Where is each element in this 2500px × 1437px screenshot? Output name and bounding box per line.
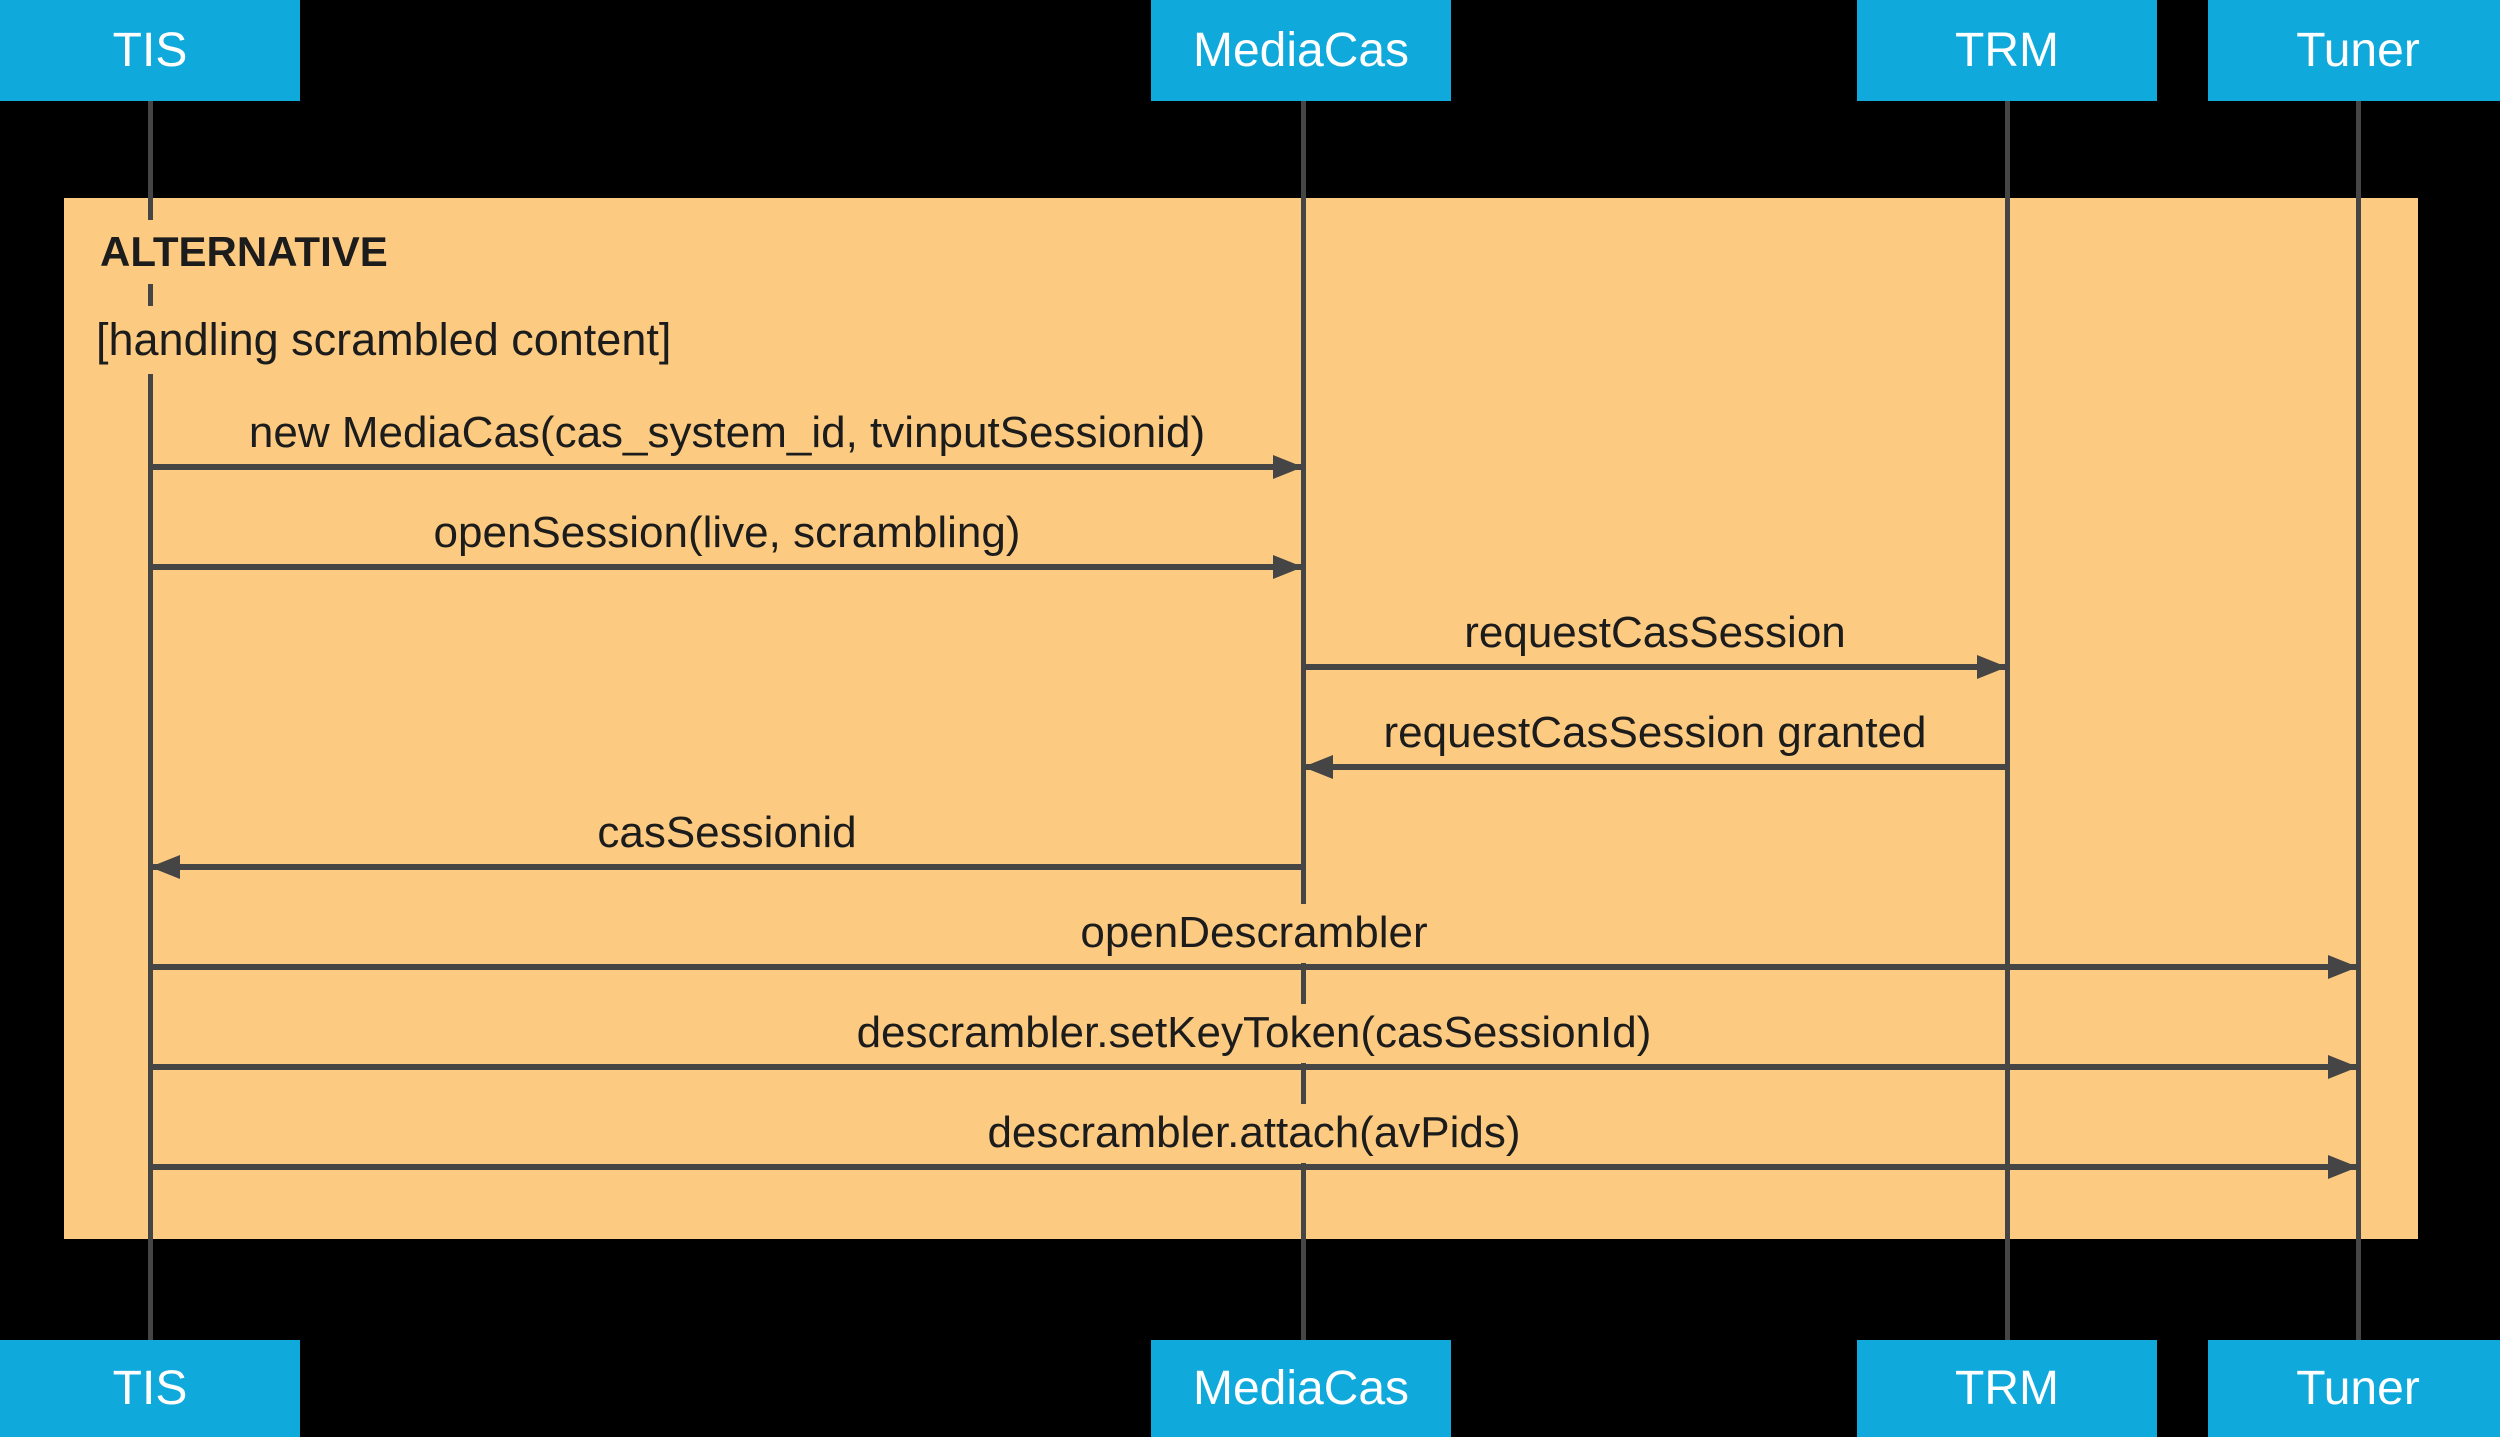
lifeline-tis [148, 101, 153, 1340]
arrowhead-right-icon [1273, 455, 1303, 479]
message-label: descrambler.attach(avPids) [971, 1104, 1537, 1163]
message-arrow [150, 864, 1303, 870]
actor-box-trm-bottom: TRM [1857, 1340, 2157, 1437]
actor-box-tuner-top: Tuner [2208, 0, 2500, 101]
message-label: openDescrambler [1064, 904, 1444, 963]
alt-frame-guard-label: [handling scrambled content] [84, 306, 684, 374]
actor-box-trm-top: TRM [1857, 0, 2157, 101]
actor-box-tuner-bottom: Tuner [2208, 1340, 2500, 1437]
message-arrow [150, 564, 1303, 570]
actor-box-mediacas-bottom: MediaCas [1151, 1340, 1451, 1437]
message-label: descrambler.setKeyToken(casSessionId) [840, 1004, 1668, 1063]
arrowhead-right-icon [1273, 555, 1303, 579]
message-label: requestCasSession [1448, 604, 1862, 663]
message-label: casSessionid [581, 804, 873, 863]
arrowhead-right-icon [2328, 1155, 2358, 1179]
message-arrow [150, 464, 1303, 470]
arrowhead-left-icon [150, 855, 180, 879]
lifeline-trm [2005, 101, 2010, 1340]
message-label: new MediaCas(cas_system_id, tvinputSessi… [232, 404, 1222, 463]
message-arrow [150, 1064, 2358, 1070]
actor-box-tis-bottom: TIS [0, 1340, 300, 1437]
alt-frame-operator-label: ALTERNATIVE [88, 220, 400, 284]
lifeline-mediacas [1301, 101, 1306, 1340]
arrowhead-right-icon [1977, 655, 2007, 679]
message-label: openSession(live, scrambling) [417, 504, 1037, 563]
message-arrow [1303, 664, 2007, 670]
actor-box-mediacas-top: MediaCas [1151, 0, 1451, 101]
message-arrow [150, 964, 2358, 970]
message-arrow [150, 1164, 2358, 1170]
arrowhead-right-icon [2328, 1055, 2358, 1079]
arrowhead-right-icon [2328, 955, 2358, 979]
message-arrow [1303, 764, 2007, 770]
arrowhead-left-icon [1303, 755, 1333, 779]
actor-box-tis-top: TIS [0, 0, 300, 101]
message-label: requestCasSession granted [1367, 704, 1943, 763]
lifeline-tuner [2356, 101, 2361, 1340]
